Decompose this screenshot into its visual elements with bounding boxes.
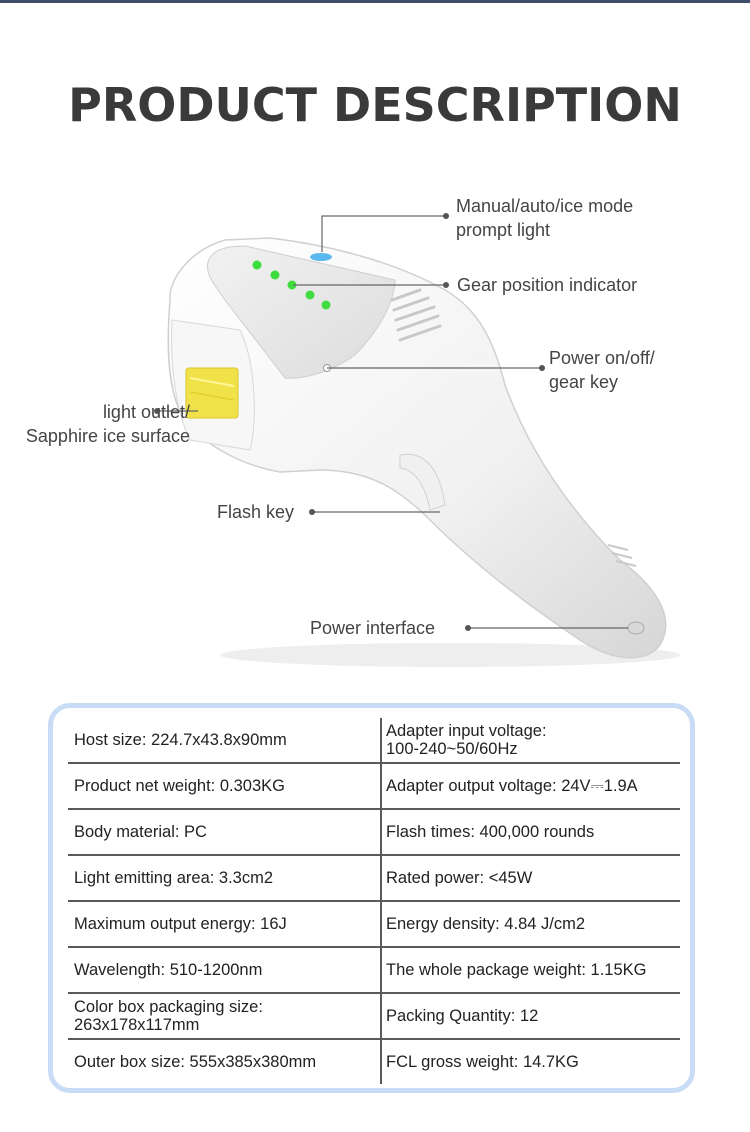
mode-prompt-light [310, 253, 332, 261]
callout-power-interface: Power interface [310, 618, 436, 638]
gear-led-3 [287, 280, 297, 290]
device-illustration [154, 213, 680, 667]
vent-slots [390, 288, 442, 342]
gear-led-5 [321, 300, 331, 310]
spec-cell-left: Wavelength: 510-1200nm [68, 947, 382, 994]
spec-cell-right: Adapter output voltage: 24V⎓1.9A [381, 763, 680, 810]
spec-cell-left: Body material: PC [68, 809, 382, 856]
callout-lines [157, 215, 628, 629]
gear-led-4 [305, 290, 315, 300]
callout-dots [154, 213, 545, 631]
callout-gear-indicator: Gear position indicator [457, 275, 638, 295]
spec-cell-right: Packing Quantity: 12 [381, 993, 680, 1040]
callout-power-key: Power on/off/ gear key [549, 348, 655, 392]
spec-cell-right: Flash times: 400,000 rounds [381, 809, 680, 856]
spec-cell-right: Adapter input voltage: 100-240~50/60Hz [381, 718, 680, 764]
spec-cell-left: Product net weight: 0.303KG [68, 763, 382, 810]
spec-cell-left: Maximum output energy: 16J [68, 901, 382, 948]
callout-light-outlet: light outlet/ Sapphire ice surface [25, 402, 190, 446]
spec-cell-right: Rated power: <45W [381, 855, 680, 902]
top-panel [206, 245, 396, 379]
spec-cell-left: Color box packaging size: 263x178x117mm [68, 993, 382, 1040]
device-shadow [220, 643, 680, 667]
callout-flash-key: Flash key [217, 502, 295, 522]
top-rule [0, 0, 750, 3]
callout-mode-light: Manual/auto/ice mode prompt light [456, 196, 634, 240]
spec-cell-left: Host size: 224.7x43.8x90mm [68, 718, 382, 764]
power-port [627, 621, 645, 635]
spec-cell-right: The whole package weight: 1.15KG [381, 947, 680, 994]
spec-cell-right: FCL gross weight: 14.7KG [386, 1053, 579, 1071]
spec-cell-right: Energy density: 4.84 J/cm2 [381, 901, 680, 948]
flash-key [399, 453, 446, 511]
spec-cell-left: Outer box size: 555x385x380mm [68, 1039, 382, 1084]
gear-led-2 [270, 270, 280, 280]
page-title: PRODUCT DESCRIPTION [68, 78, 682, 132]
grip-lines [607, 544, 637, 567]
spec-cell-left: Light emitting area: 3.3cm2 [68, 855, 382, 902]
gear-led-1 [252, 260, 262, 270]
